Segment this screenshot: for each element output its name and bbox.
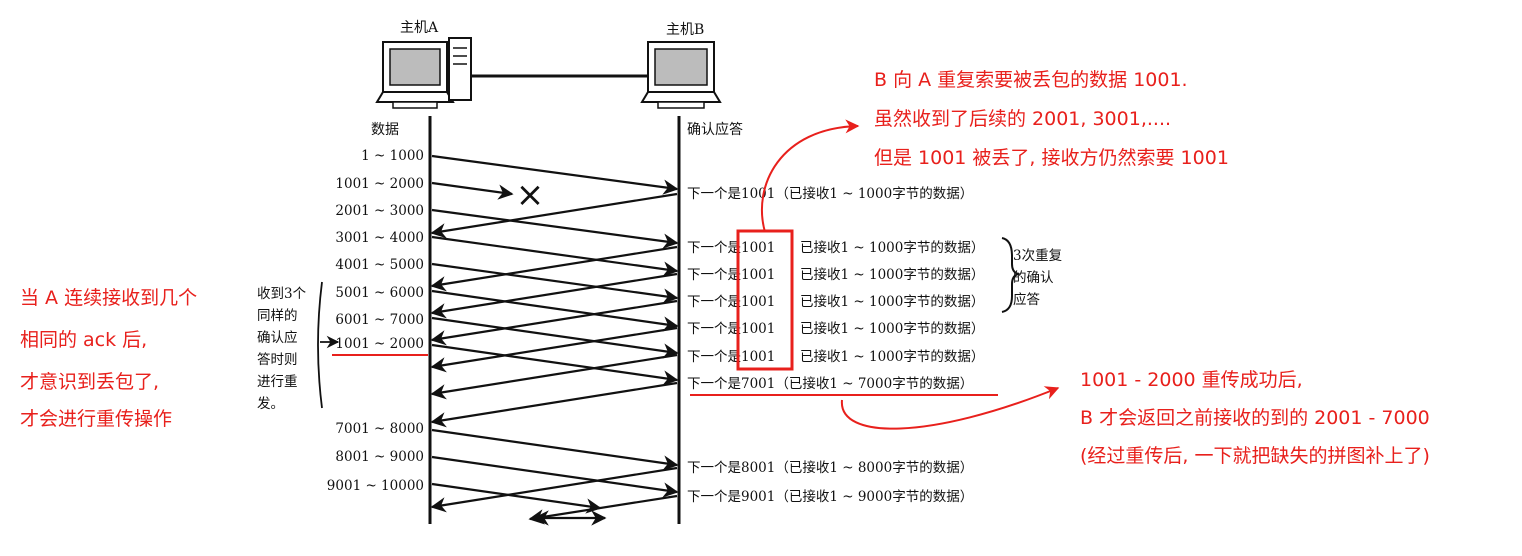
data-arrow	[431, 262, 679, 304]
segment-label: 2001 ~ 3000	[335, 203, 424, 219]
data-arrow	[431, 428, 679, 471]
triple-ack-note-line: 3次重复	[1013, 247, 1062, 264]
segment-label: 5001 ~ 6000	[335, 285, 424, 301]
ack-arrow	[430, 466, 678, 513]
segment-label-retransmit: 1001 ~ 2000	[335, 336, 424, 352]
ack-arrow	[528, 494, 678, 525]
retransmit-note-line: 发。	[257, 396, 284, 412]
ack-arrow	[430, 245, 678, 292]
segment-label: 6001 ~ 7000	[335, 312, 424, 328]
segment-label: 1 ~ 1000	[361, 148, 424, 164]
bottom-annotation-arrow	[840, 386, 1060, 430]
bottom-right-annotation-line: 1001 - 2000 重传成功后,	[1080, 369, 1303, 391]
data-arrow	[431, 482, 602, 514]
retransmit-note-line: 进行重	[257, 374, 298, 390]
left-annotation-line: 当 A 连续接收到几个	[20, 287, 197, 309]
data-arrow	[431, 289, 679, 332]
data-column-header: 数据	[371, 122, 399, 138]
bottom-right-annotation-line: (经过重传后, 一下就把缺失的拼图补上了)	[1080, 445, 1430, 467]
triple-ack-note: 3次重复 的确认 应答	[1013, 247, 1062, 308]
data-arrow	[431, 208, 679, 249]
data-arrow	[431, 235, 679, 277]
top-right-annotation-line: B 向 A 重复索要被丢包的数据 1001.	[874, 69, 1188, 91]
segment-label: 4001 ~ 5000	[335, 257, 424, 273]
bottom-right-annotation-line: B 才会返回之前接收的到的 2001 - 7000	[1080, 407, 1430, 429]
host-a-label: 主机A	[400, 20, 439, 36]
ack-label: 下一个是1001（已接收1 ~ 1000字节的数据）	[687, 185, 973, 202]
left-annotation-line: 才意识到丢包了,	[20, 371, 159, 393]
top-right-annotation-line: 但是 1001 被丢了, 接收方仍然索要 1001	[874, 147, 1229, 169]
retransmit-note-paren	[317, 281, 323, 409]
host-a-computer-icon	[375, 37, 472, 109]
bottom-right-annotation: 1001 - 2000 重传成功后, B 才会返回之前接收的到的 2001 - …	[1080, 369, 1430, 467]
top-annotation-arrow	[760, 119, 860, 233]
segment-label: 3001 ~ 4000	[335, 230, 424, 246]
ack-label: 下一个是7001（已接收1 ~ 7000字节的数据）	[687, 375, 973, 392]
data-arrow	[431, 455, 679, 498]
ack-arrow	[430, 353, 678, 400]
host-b-label: 主机B	[666, 22, 704, 38]
ack-arrow	[430, 272, 678, 319]
ack-label: 下一个是8001（已接收1 ~ 8000字节的数据）	[687, 459, 973, 476]
ack-arrows	[430, 192, 678, 526]
ack-label: 下一个是9001（已接收1 ~ 9000字节的数据）	[687, 488, 973, 505]
data-arrow	[431, 316, 679, 359]
ack-column-header: 确认应答	[687, 121, 743, 138]
lost-packet-cross-icon: ×	[516, 175, 545, 215]
data-arrow-lost	[431, 181, 514, 200]
left-annotation-line: 相同的 ack 后,	[20, 329, 147, 351]
retransmit-note-line: 答时则	[257, 351, 298, 368]
retransmit-note-line: 确认应	[257, 329, 298, 346]
segment-label: 8001 ~ 9000	[335, 449, 424, 465]
ack-arrow	[430, 381, 678, 428]
ack-arrow	[430, 326, 678, 373]
ack-arrow	[430, 299, 678, 346]
triple-ack-note-line: 的确认	[1013, 270, 1054, 286]
data-arrow-retransmit	[431, 343, 679, 386]
retransmit-note-line: 收到3个	[257, 286, 307, 302]
retransmit-note-line: 同样的	[257, 308, 298, 324]
data-arrow	[431, 154, 679, 195]
left-annotation-line: 才会进行重传操作	[20, 408, 172, 430]
retransmit-note: 收到3个 同样的 确认应 答时则 进行重 发。	[257, 286, 307, 412]
triple-ack-brace	[1001, 237, 1022, 313]
segment-label: 9001 ~ 10000	[327, 478, 424, 494]
ack-arrow	[430, 192, 678, 239]
top-right-annotation: B 向 A 重复索要被丢包的数据 1001. 虽然收到了后续的 2001, 30…	[874, 69, 1229, 169]
segment-label: 1001 ~ 2000	[335, 176, 424, 192]
top-right-annotation-line: 虽然收到了后续的 2001, 3001,....	[874, 108, 1171, 130]
segment-label: 7001 ~ 8000	[335, 421, 424, 437]
left-annotation: 当 A 连续接收到几个 相同的 ack 后, 才意识到丢包了, 才会进行重传操作	[20, 287, 197, 430]
data-arrows	[431, 154, 679, 514]
host-b-computer-icon	[640, 41, 722, 109]
triple-ack-note-line: 应答	[1013, 291, 1041, 308]
segment-labels: 1 ~ 1000 1001 ~ 2000 2001 ~ 3000 3001 ~ …	[327, 148, 424, 494]
